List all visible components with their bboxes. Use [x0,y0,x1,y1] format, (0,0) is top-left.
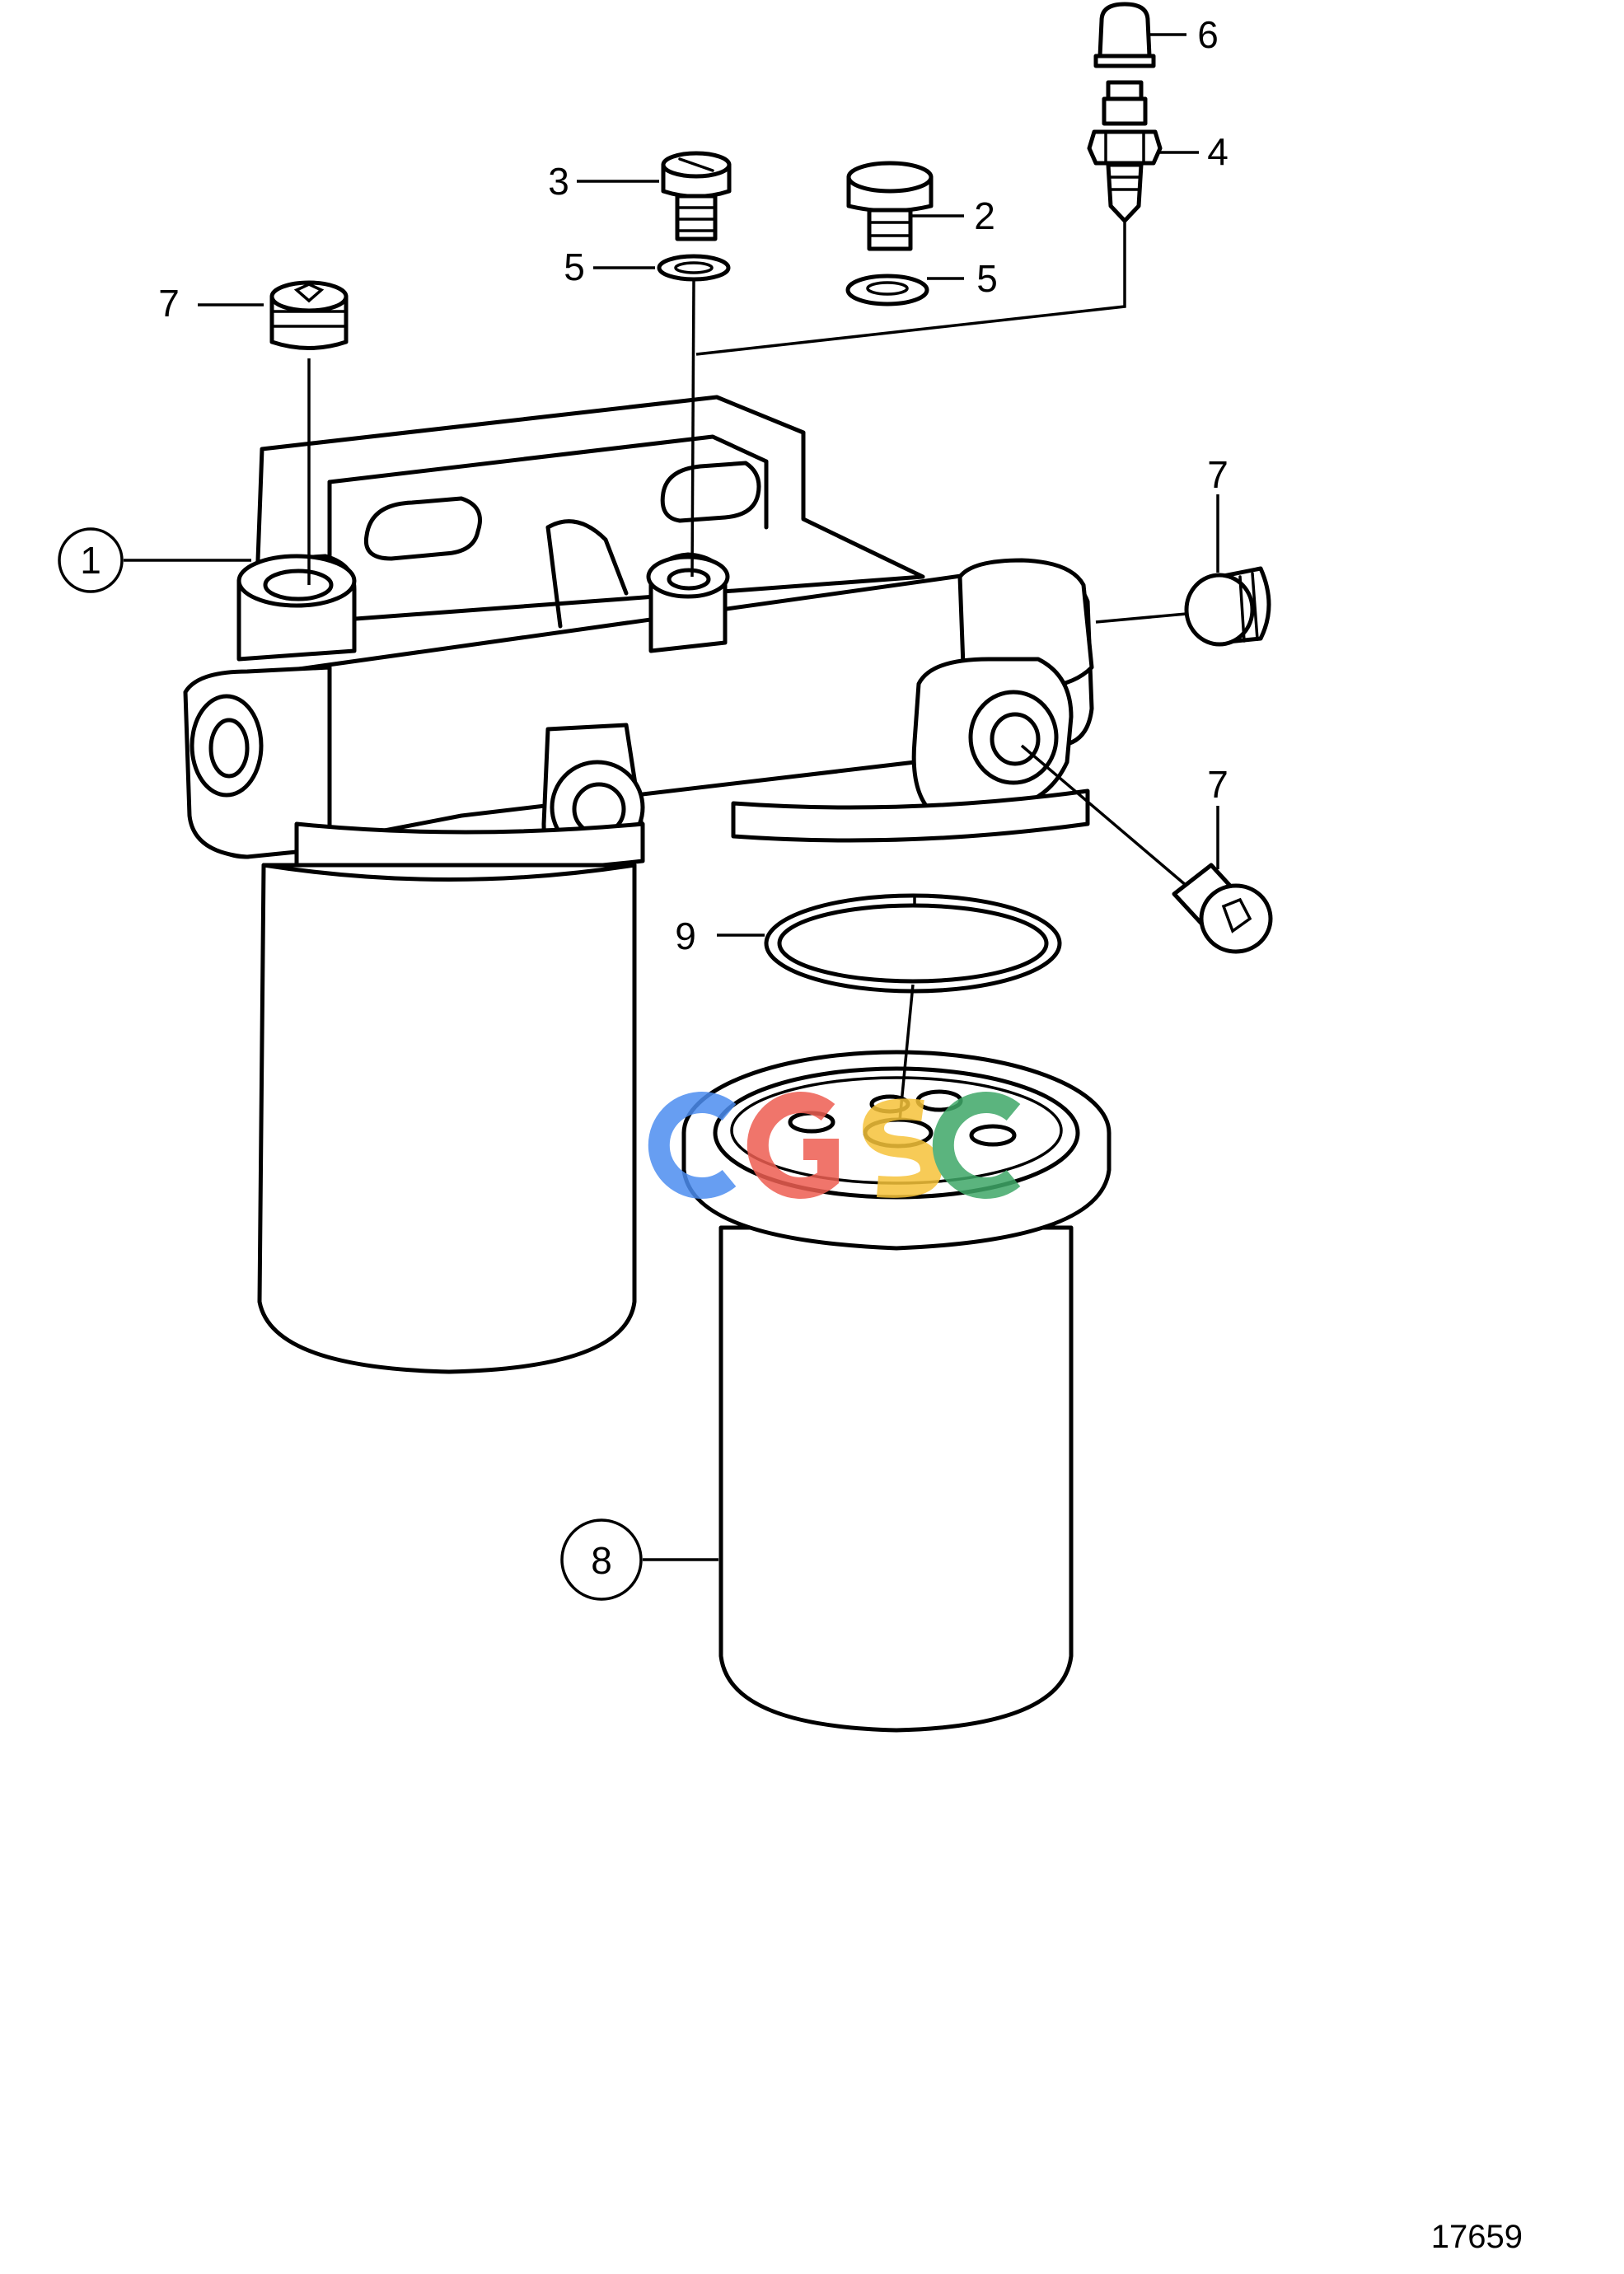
callout-label-1: 1 [80,539,101,582]
callout-label-5-right: 5 [976,257,998,300]
sealing-washer-right [845,274,929,306]
callout-label-7-top-left: 7 [158,282,180,325]
plug-screw [846,161,934,251]
callout-label-9: 9 [675,915,696,957]
callout-label-8: 8 [591,1539,612,1582]
filter-bracket [183,395,1094,875]
mounted-filter-cartridge [257,863,637,1374]
callout-8: 8 [560,1518,643,1601]
filter-cartridge [681,1050,1112,1733]
callout-label-4: 4 [1207,130,1229,173]
callout-label-5-left: 5 [564,246,585,288]
bleed-nipple [1087,80,1163,223]
callout-label-3: 3 [548,160,569,203]
figure-number: 17659 [1431,2219,1523,2255]
callout-label-7-lower-right: 7 [1207,763,1229,806]
callout-label-2: 2 [974,194,995,237]
bleed-screw [661,151,732,241]
o-ring-seal [764,893,1062,994]
callout-1: 1 [58,527,124,593]
plug-top-left [269,280,349,350]
plug-lower-right [1172,863,1273,954]
callout-label-7-right: 7 [1207,453,1229,496]
watermark-logo [648,1092,1021,1199]
sealing-washer-left [657,254,731,282]
assembly-lines [307,222,1188,1121]
leader-lines [124,33,1219,1561]
callout-label-6: 6 [1197,13,1219,56]
protective-cap [1093,2,1156,68]
plug-right [1184,566,1271,647]
